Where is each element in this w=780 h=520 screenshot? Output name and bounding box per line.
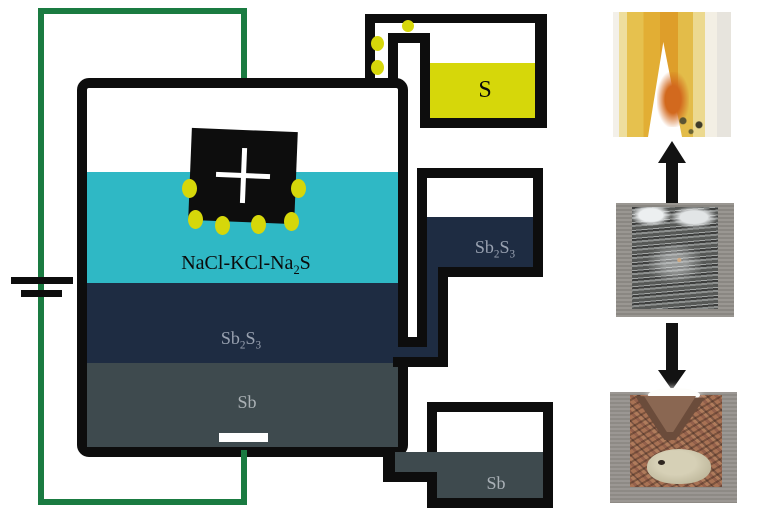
- antimony-collector-bottom: [427, 498, 553, 508]
- condenser-inner-wall: [388, 33, 430, 43]
- electrolyte-label: NaCl-KCl-Na2S: [181, 252, 311, 277]
- stibnite-channel-bottom: [393, 357, 448, 367]
- stibnite-layer: [87, 283, 398, 363]
- gas-bubble: [215, 216, 230, 235]
- antimony-collector-left-wall-upper: [427, 402, 437, 452]
- gas-bubble: [291, 179, 306, 198]
- gas-bubble: [188, 210, 203, 229]
- arrow-up-shaft: [666, 161, 678, 206]
- photo-dark-speckles: [671, 110, 711, 137]
- riser-pipe-right-wall: [388, 41, 398, 88]
- arrow-up-icon: [658, 141, 686, 163]
- stibnite-collector-headspace: [427, 178, 533, 217]
- gas-bubble: [284, 212, 299, 231]
- antimony-collector-top: [427, 402, 553, 412]
- stibnite-collector-liquid: [427, 217, 533, 267]
- stibnite-channel-cap: [398, 337, 427, 347]
- wire-bottom-horizontal: [38, 499, 247, 505]
- photo-crystal-cluster: [632, 207, 718, 309]
- photo-button-speck: [658, 460, 665, 465]
- wire-cathode-lead: [241, 450, 247, 505]
- battery-short-plate: [21, 290, 62, 297]
- stibnite-downcomer-liquid: [427, 217, 438, 352]
- antimony-collector-right-wall: [543, 402, 553, 508]
- stibnite-downcomer-right-wall: [438, 267, 448, 367]
- antimony-collector-left-wall-lower: [427, 472, 437, 508]
- sulfur-collector-bottom: [420, 118, 547, 128]
- stibnite-channel-liquid: [390, 347, 438, 357]
- sulfur-liquid: [430, 63, 535, 118]
- gas-bubble: [402, 20, 414, 32]
- antimony-collector-liquid: [437, 452, 543, 498]
- riser-pipe-left-wall: [365, 14, 375, 88]
- sulfur-collector-label: S: [478, 77, 492, 103]
- stibnite-collector-label: Sb2S3: [474, 237, 516, 261]
- antimony-collector-label: Sb: [486, 473, 506, 493]
- photo-metal-button: [647, 449, 711, 484]
- stibnite-collector-left-wall: [417, 168, 427, 347]
- wire-anode-lead: [241, 8, 247, 136]
- antimony-collector-headspace: [437, 412, 543, 452]
- arrow-down-shaft: [666, 323, 678, 372]
- cell-stibnite-label: Sb2S3: [220, 328, 262, 352]
- battery-long-plate: [11, 277, 73, 284]
- condenser-top-cap: [365, 14, 547, 23]
- stibnite-collector-right-wall: [533, 168, 543, 277]
- wire-top-horizontal: [38, 8, 247, 14]
- anode-block: [188, 127, 298, 225]
- gas-bubble: [182, 179, 197, 198]
- scale-bar: [219, 433, 268, 442]
- wire-left-vertical: [38, 8, 44, 505]
- gas-bubble: [371, 36, 384, 51]
- gas-bubble: [251, 215, 266, 234]
- antimony-channel-liquid: [395, 452, 437, 472]
- cell-antimony-label: Sb: [237, 392, 257, 412]
- gas-bubble: [371, 60, 384, 75]
- sulfur-deposit-photo: [613, 12, 731, 137]
- antimony-metal-button-photo: [610, 388, 737, 503]
- stibnite-collector-bottom: [427, 267, 543, 277]
- arrow-down-icon: [658, 370, 686, 390]
- antimony-sulfide-crystal-photo: [616, 203, 734, 317]
- sulfur-collector-right-wall: [535, 14, 547, 128]
- stibnite-collector-top: [417, 168, 543, 178]
- sulfur-collector-left-wall: [420, 33, 430, 128]
